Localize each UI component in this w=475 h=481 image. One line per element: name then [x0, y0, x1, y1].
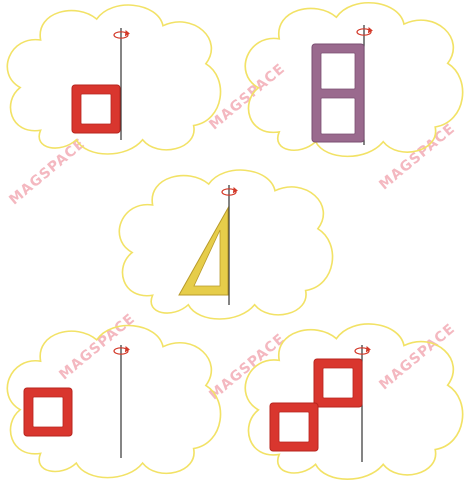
watermark-text: MAGSPACE [206, 331, 288, 404]
watermark-text: MAGSPACE [206, 61, 288, 134]
yellow-triangle-piece [178, 206, 229, 296]
panel-3 [118, 169, 334, 320]
watermark-text: MAGSPACE [376, 321, 458, 394]
red-square-piece-lower [269, 402, 319, 452]
panel-2 [244, 1, 464, 158]
panel-5 [244, 323, 464, 481]
watermark-text: MAGSPACE [376, 121, 458, 194]
panel-4 [6, 324, 222, 479]
red-square-piece [23, 387, 73, 437]
panel-1 [6, 4, 222, 155]
red-square-piece [71, 84, 121, 134]
red-square-piece-upper [313, 358, 363, 408]
purple-double-square-piece [311, 43, 365, 143]
